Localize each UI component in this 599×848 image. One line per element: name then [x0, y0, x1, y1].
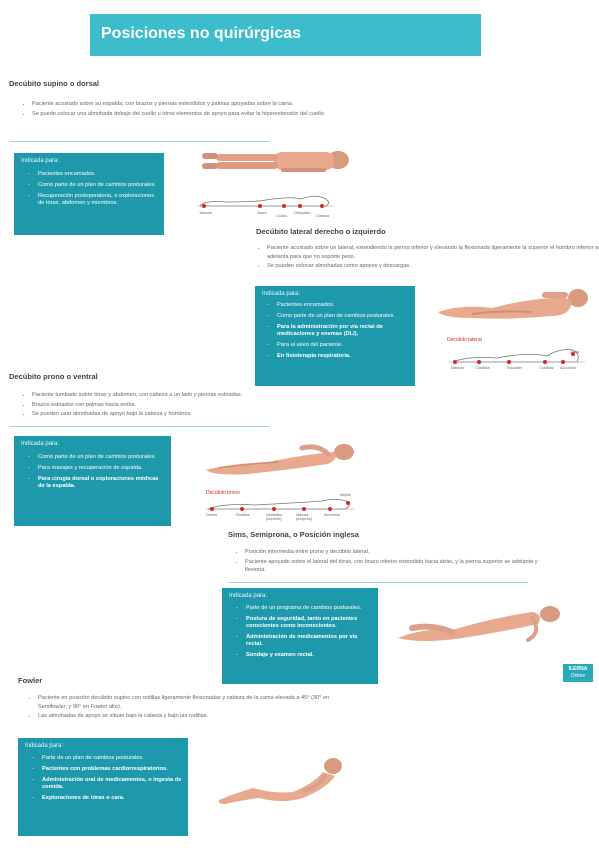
box-item: Parte de un plan de cambios posturales. [32, 755, 182, 762]
diagram-title: Decúbito lateral [447, 337, 482, 343]
box-item: Como parte de un plan de cambios postura… [28, 182, 156, 189]
box-item: Como parte de un plan de cambios postura… [267, 313, 409, 320]
section-title-lateral: Decúbito lateral derecho o izquierdo [256, 227, 386, 236]
diagram-label: Cóndilos [475, 366, 490, 370]
prone-pressure-diagram [204, 495, 356, 515]
bullet-item: Se puede colocar una almohada debajo del… [32, 110, 332, 119]
fowler-figure-image [213, 754, 353, 810]
sims-figure-image [392, 598, 562, 648]
section-title-fowler: Fowler [18, 676, 43, 685]
box-heading: Indicada para: [25, 743, 64, 749]
box-item: Administración oral de medicamentos, o i… [32, 777, 182, 791]
bullet-item: Paciente apoyado sobre el lateral del tó… [245, 558, 545, 575]
diagram-label: Talones [199, 211, 213, 215]
supino-indications-box: Indicada para: Pacientes encamados. Como… [14, 153, 164, 235]
box-item: Pacientes con problemas cardiorrespirato… [32, 766, 182, 773]
prone-figure-image [198, 440, 358, 480]
box-item: Exploraciones de tórax o cara. [32, 795, 182, 802]
bullet-item: Las almohadas de apoyo se sitúan bajo la… [38, 712, 358, 721]
diagram-label: Acromión [560, 366, 577, 370]
bullet-item: Brazos estirados con palmas hacia arriba… [32, 401, 332, 410]
box-item: Recuperación postoperatoria, o exploraci… [28, 193, 156, 207]
lateral-pressure-diagram [447, 344, 587, 368]
box-item: Pacientes encamados. [267, 302, 409, 309]
ilerna-logo: ILERNA Online [563, 664, 593, 682]
fowler-bullets: Paciente en posición decúbito supino con… [24, 694, 358, 722]
diagram-label: Trocánter [506, 366, 523, 370]
diagram-label: Mejilla [340, 493, 351, 497]
supine-figure-image [196, 140, 354, 180]
diagram-label: Acromión [324, 513, 341, 517]
bullet-item: Paciente acostado sobre un lateral, exte… [267, 244, 599, 261]
box-item: Postura de seguridad, tanto en pacientes… [236, 616, 372, 630]
sims-indications-box: Indicada para: Parte de un programa de c… [222, 588, 378, 684]
bullet-item: Paciente tumbado sobre tórax y abdomen, … [32, 391, 332, 400]
section-title-prono: Decúbito prono o ventral [9, 372, 98, 381]
box-heading: Indicada para: [262, 291, 301, 297]
lateral-figure-image [432, 282, 592, 326]
bullet-item: Posición intermedia entre prono y decúbi… [245, 548, 545, 557]
header-banner [90, 14, 481, 56]
bullet-item: Paciente acostado sobre su espalda, con … [32, 100, 332, 109]
section-title-sims: Sims, Semiprona, o Posición inglesa [228, 530, 359, 539]
bullet-item: Paciente en posición decúbito supino con… [38, 694, 358, 711]
section-title-supino: Decúbito supino o dorsal [9, 79, 100, 88]
sims-bullets: Posición intermedia entre prono y decúbi… [231, 548, 545, 576]
box-item: Parte de un programa de cambios postural… [236, 605, 372, 612]
box-item: En fisioterapia respiratoria. [267, 353, 409, 360]
box-heading: Indicada para: [229, 593, 268, 599]
box-item: Para el aseo del paciente. [267, 342, 409, 349]
lateral-bullets: Paciente acostado sobre un lateral, exte… [253, 244, 599, 272]
box-item: Para la administración por vía rectal de… [267, 324, 409, 338]
prono-indications-box: Indicada para: Como parte de un plan de … [14, 436, 171, 526]
box-item: Administración de medicamentos por vía r… [236, 634, 372, 648]
diagram-label: Codos [276, 214, 287, 218]
diagram-label: Genitales (hombre) [266, 513, 283, 521]
fowler-indications-box: Indicada para: Parte de un plan de cambi… [18, 738, 188, 836]
box-item: Pacientes encamados. [28, 171, 156, 178]
diagram-label: Sacro [257, 211, 267, 215]
diagram-label: Oreja [570, 350, 580, 354]
separator [9, 426, 269, 427]
diagram-label: Mamas (mujeres) [296, 513, 313, 521]
separator [9, 141, 269, 142]
diagram-title: Decúbito prono [206, 490, 240, 496]
box-heading: Indicada para: [21, 158, 60, 164]
diagram-label: Rodillas [236, 513, 250, 517]
lateral-indications-box: Indicada para: Pacientes encamados. Como… [255, 286, 415, 386]
box-item: Para cirugía dorsal o exploraciones médi… [28, 476, 164, 490]
supino-bullets: Paciente acostado sobre su espalda, con … [18, 100, 332, 119]
page-title: Posiciones no quirúrgicas [101, 25, 302, 42]
diagram-label: Omóplato [294, 211, 311, 215]
separator [228, 582, 528, 583]
diagram-label: Maléolo [451, 366, 465, 370]
box-item: Como parte de un plan de cambios postura… [28, 454, 164, 461]
diagram-label: Costillas [539, 366, 554, 370]
box-item: Para masajes y recuperación de espalda. [28, 465, 164, 472]
prono-bullets: Paciente tumbado sobre tórax y abdomen, … [18, 391, 332, 420]
bullet-item: Se pueden usar almohadas de apoyo bajo l… [32, 410, 332, 419]
supine-pressure-diagram [196, 190, 336, 214]
box-heading: Indicada para: [21, 441, 60, 447]
box-item: Sondaje y examen rectal. [236, 652, 372, 659]
bullet-item: Se pueden colocar almohadas como apoyos … [267, 262, 599, 271]
diagram-label: Dedos [206, 513, 217, 517]
diagram-label: Cabeza [316, 214, 330, 218]
